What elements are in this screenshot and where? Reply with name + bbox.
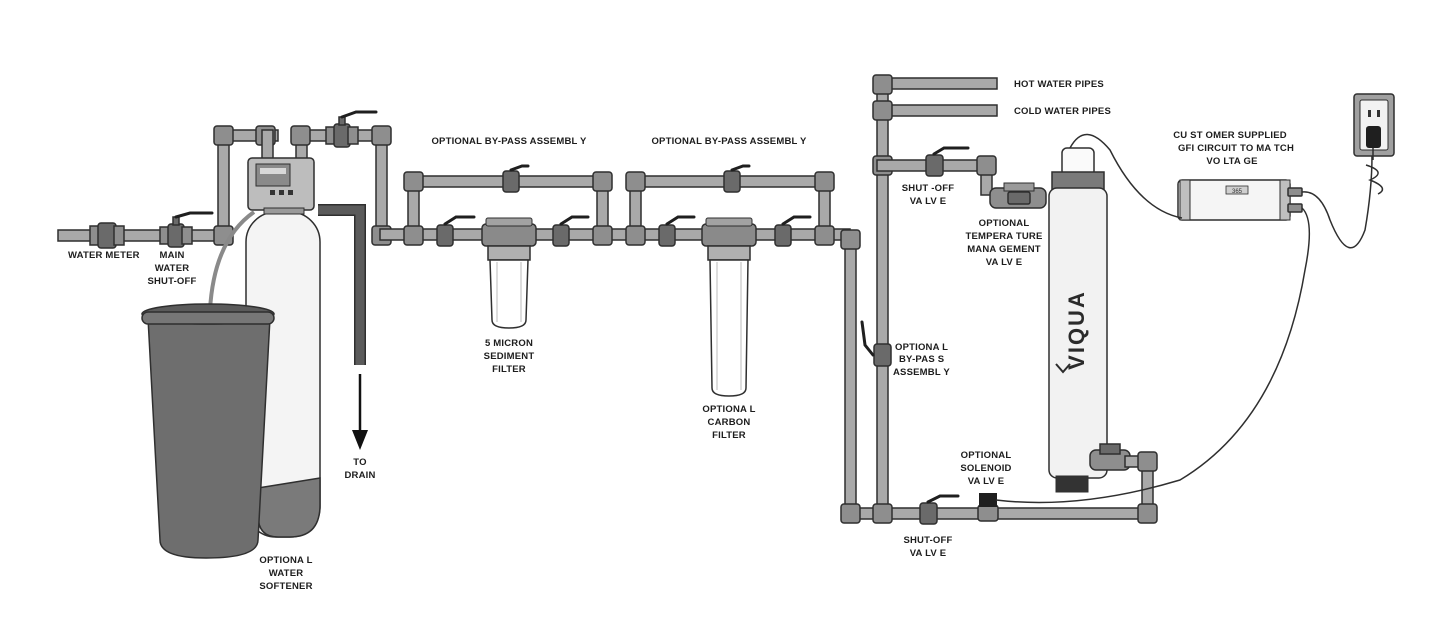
label-carbon-1: OPTIONA L xyxy=(702,404,755,415)
controller-display: 365 xyxy=(1232,189,1243,195)
water-softener xyxy=(141,157,321,559)
label-cold-water: COLD WATER PIPES xyxy=(1014,106,1111,117)
label-vbypass-3: ASSEMBL Y xyxy=(893,367,950,378)
label-solenoid-1: OPTIONAL xyxy=(961,450,1012,461)
solenoid-valve xyxy=(977,493,999,522)
label-gfi-2: GFI CIRCUIT TO MA TCH xyxy=(1178,143,1294,154)
labels: WATER METER MAIN WATER SHUT-OFF TO DRAIN… xyxy=(68,79,1294,592)
label-shutoff-top-1: SHUT -OFF xyxy=(902,183,954,194)
label-water-meter: WATER METER xyxy=(68,250,140,261)
label-solenoid-2: SOLENOID xyxy=(960,463,1011,474)
label-main-shutoff-1: MAIN xyxy=(159,250,184,261)
label-vbypass-2: BY-PAS S xyxy=(899,354,944,365)
label-softener-1: OPTIONA L xyxy=(259,555,312,566)
label-temp-2: TEMPERA TURE xyxy=(966,231,1043,242)
label-gfi-1: CU ST OMER SUPPLIED xyxy=(1173,130,1287,141)
label-hot-water: HOT WATER PIPES xyxy=(1014,79,1104,90)
label-temp-3: MANA GEMENT xyxy=(967,244,1041,255)
label-temp-4: VA LV E xyxy=(986,257,1023,268)
label-gfi-3: VO LTA GE xyxy=(1206,156,1257,167)
softener-outlet-valve xyxy=(325,110,378,148)
label-carbon-3: FILTER xyxy=(712,430,746,441)
uv-chamber xyxy=(1048,147,1131,493)
gfi-outlet xyxy=(1353,93,1395,157)
label-to-drain-2: DRAIN xyxy=(344,470,375,481)
label-shutoff-bottom-1: SHUT-OFF xyxy=(903,535,952,546)
label-shutoff-bottom-2: VA LV E xyxy=(910,548,947,559)
label-solenoid-3: VA LV E xyxy=(968,476,1005,487)
temperature-valve xyxy=(989,182,1047,209)
label-carbon-2: CARBON xyxy=(708,417,751,428)
bottom-shutoff-valve xyxy=(919,494,960,525)
bypass-assembly-2 xyxy=(625,164,835,247)
label-shutoff-top-2: VA LV E xyxy=(910,196,947,207)
label-bypass-2: OPTIONAL BY-PASS ASSEMBL Y xyxy=(651,136,807,147)
label-sediment-3: FILTER xyxy=(492,364,526,375)
top-shutoff-valve xyxy=(925,146,970,177)
label-softener-3: SOFTENER xyxy=(259,581,312,592)
sediment-filter xyxy=(481,217,537,329)
label-vbypass-1: OPTIONA L xyxy=(895,342,948,353)
label-temp-1: OPTIONAL xyxy=(979,218,1030,229)
carbon-filter xyxy=(701,217,757,397)
label-to-drain-1: TO xyxy=(353,457,366,468)
label-bypass-1: OPTIONAL BY-PASS ASSEMBL Y xyxy=(431,136,587,147)
main-shutoff-valve xyxy=(159,211,214,248)
uv-controller xyxy=(1177,179,1303,221)
label-softener-2: WATER xyxy=(269,568,304,579)
label-main-shutoff-2: WATER xyxy=(155,263,190,274)
label-main-shutoff-3: SHUT-OFF xyxy=(147,276,196,287)
brand-logo: VIQUA xyxy=(1064,290,1089,370)
drain-line xyxy=(318,204,368,450)
label-sediment-2: SEDIMENT xyxy=(484,351,535,362)
inlet-pipe xyxy=(57,129,279,242)
vertical-bypass-valve xyxy=(860,320,892,367)
bypass-assembly-1 xyxy=(403,164,613,247)
water-meter xyxy=(89,222,125,249)
label-sediment-1: 5 MICRON xyxy=(485,338,533,349)
